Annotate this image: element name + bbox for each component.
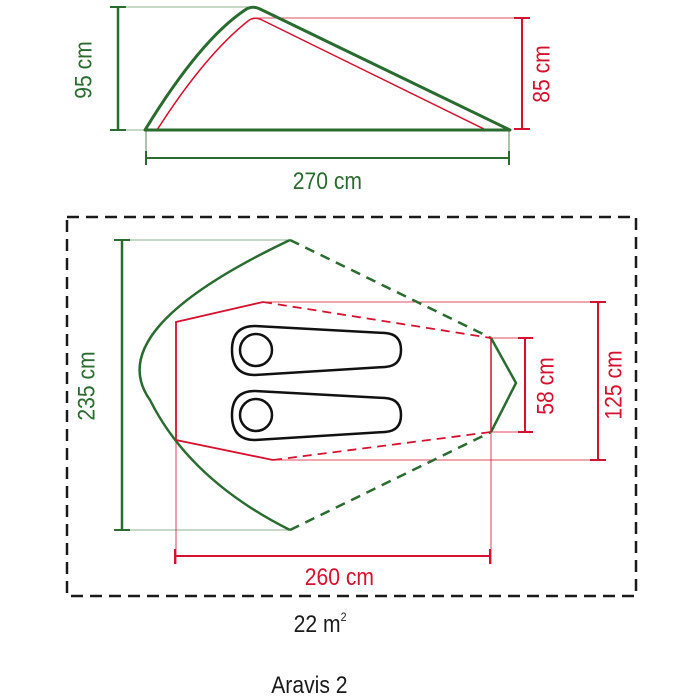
label-inner-width-rear: 125 cm (600, 350, 628, 420)
outer-tent-outline (138, 238, 291, 532)
label-outer-width: 235 cm (73, 351, 101, 421)
label-inner-height: 85 cm (528, 45, 556, 103)
sleeping-pad-1 (230, 324, 403, 377)
inner-tent-profile (156, 17, 487, 131)
label-inner-width-front: 58 cm (532, 357, 560, 415)
product-name: Aravis 2 (271, 672, 348, 699)
vestibule-tip (489, 337, 518, 433)
inner-tent-outline (175, 301, 274, 461)
floor-plan (65, 215, 638, 598)
label-outer-length: 270 cm (292, 168, 362, 195)
side-view (110, 5, 530, 165)
label-inner-length: 260 cm (304, 564, 374, 591)
sleeping-pad-2 (230, 389, 403, 442)
label-outer-height: 95 cm (70, 41, 98, 99)
label-area: 22 m2 (293, 610, 347, 638)
outer-tent-profile (143, 5, 512, 132)
